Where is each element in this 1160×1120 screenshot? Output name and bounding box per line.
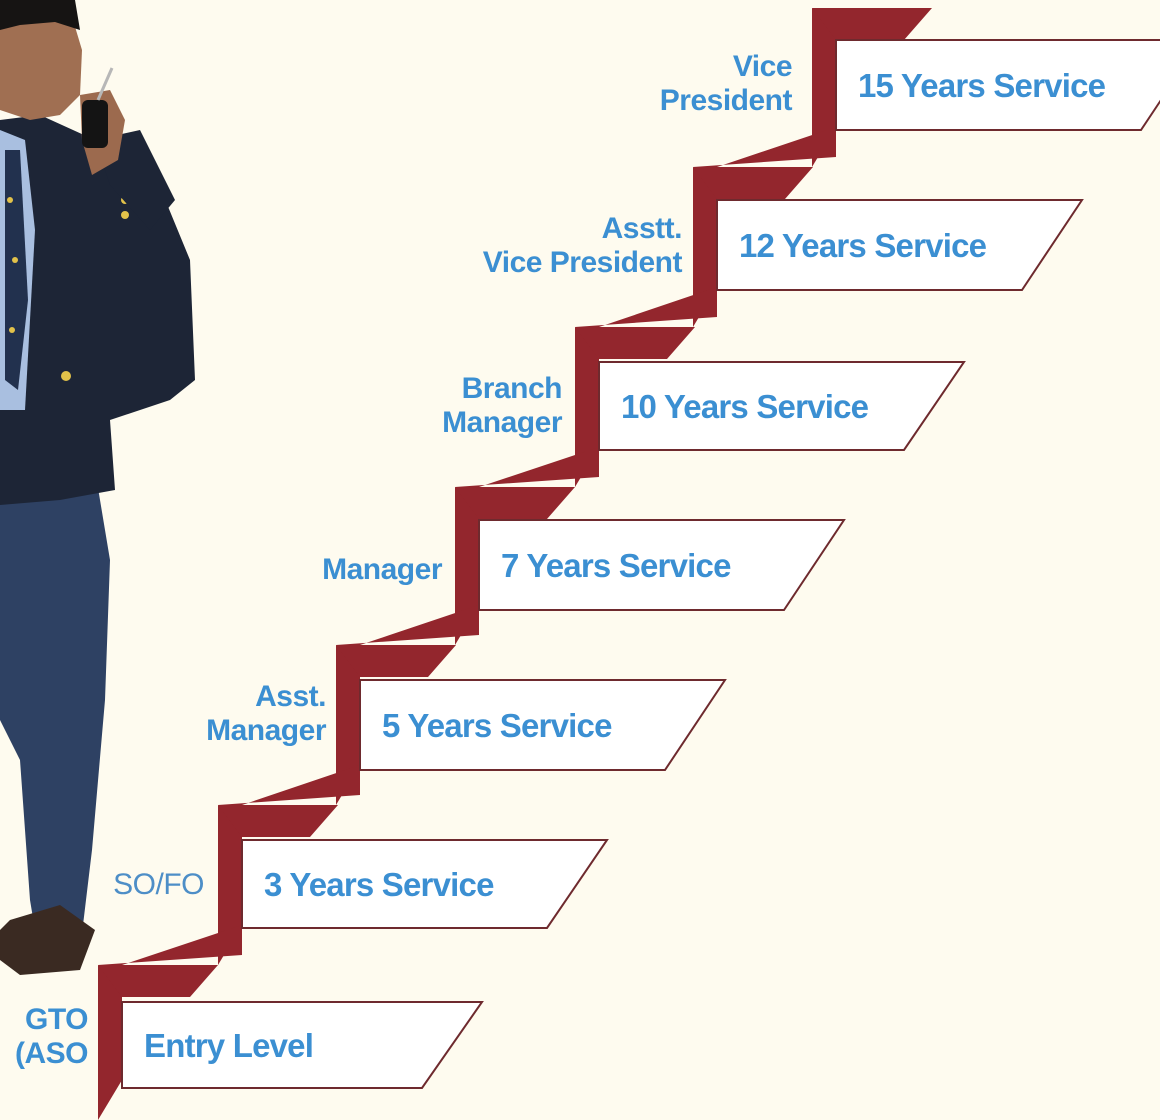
role-line: Manager — [322, 553, 442, 586]
service-label: 5 Years Service — [382, 707, 612, 744]
service-box — [478, 519, 846, 611]
stair-tread — [455, 487, 575, 519]
stair-joint — [575, 287, 717, 327]
trousers-shape — [0, 470, 110, 960]
role-line: SO/FO — [113, 868, 204, 901]
role-line: President — [659, 84, 793, 117]
stair-riser — [693, 167, 717, 327]
stair-tread — [693, 167, 813, 199]
stair-joint — [693, 127, 836, 167]
service-box — [121, 1001, 484, 1089]
radio-icon — [82, 100, 108, 148]
button-shape — [61, 371, 71, 381]
role-line: GTO — [25, 1003, 88, 1036]
role-line: Manager — [442, 406, 562, 439]
stair-riser — [98, 965, 122, 1120]
role-line: Vice President — [482, 246, 683, 279]
service-label: Entry Level — [144, 1027, 313, 1064]
role-line: Vice — [732, 50, 793, 83]
service-label: 12 Years Service — [739, 227, 987, 264]
stair-tread — [575, 327, 695, 359]
stair-tread — [218, 805, 338, 837]
role-label-vice-president: Vice President — [600, 50, 793, 118]
role-label-so-fo: SO/FO — [70, 868, 204, 902]
service-box — [716, 199, 1084, 291]
stair-tread — [812, 8, 932, 40]
service-label: 3 Years Service — [264, 866, 494, 903]
role-line: Branch — [461, 372, 563, 405]
head-shape — [0, 0, 82, 120]
service-box — [835, 39, 1160, 131]
role-label-gto: GTO (ASO — [0, 1003, 89, 1071]
stair-riser — [455, 487, 479, 645]
role-line: Manager — [206, 714, 326, 747]
role-line: Asst. — [255, 680, 326, 713]
stair-joint — [455, 447, 599, 487]
service-box — [241, 839, 609, 929]
stair-riser — [336, 645, 360, 805]
role-label-asstt-vice-president: Asstt. Vice President — [420, 212, 683, 280]
role-line: Asstt. — [601, 212, 683, 245]
role-line: (ASO — [15, 1037, 89, 1070]
person-figure — [0, 0, 195, 975]
service-box — [598, 361, 966, 451]
stair-riser — [812, 8, 836, 167]
stair-riser — [575, 327, 599, 487]
service-label: 10 Years Service — [621, 388, 869, 425]
stair-riser — [218, 805, 242, 965]
service-label: 15 Years Service — [858, 67, 1106, 104]
role-label-manager: Manager — [280, 553, 442, 587]
role-label-asst-manager: Asst. Manager — [160, 680, 326, 748]
service-box — [359, 679, 727, 771]
stair-tread — [336, 645, 456, 677]
stair-tread — [98, 965, 218, 997]
stair-joint — [218, 765, 360, 805]
shoe-shape — [0, 905, 95, 975]
role-label-branch-manager: Branch Manager — [390, 372, 562, 440]
service-label: 7 Years Service — [501, 547, 731, 584]
stair-joint — [336, 605, 479, 645]
stair-joint — [98, 925, 242, 965]
